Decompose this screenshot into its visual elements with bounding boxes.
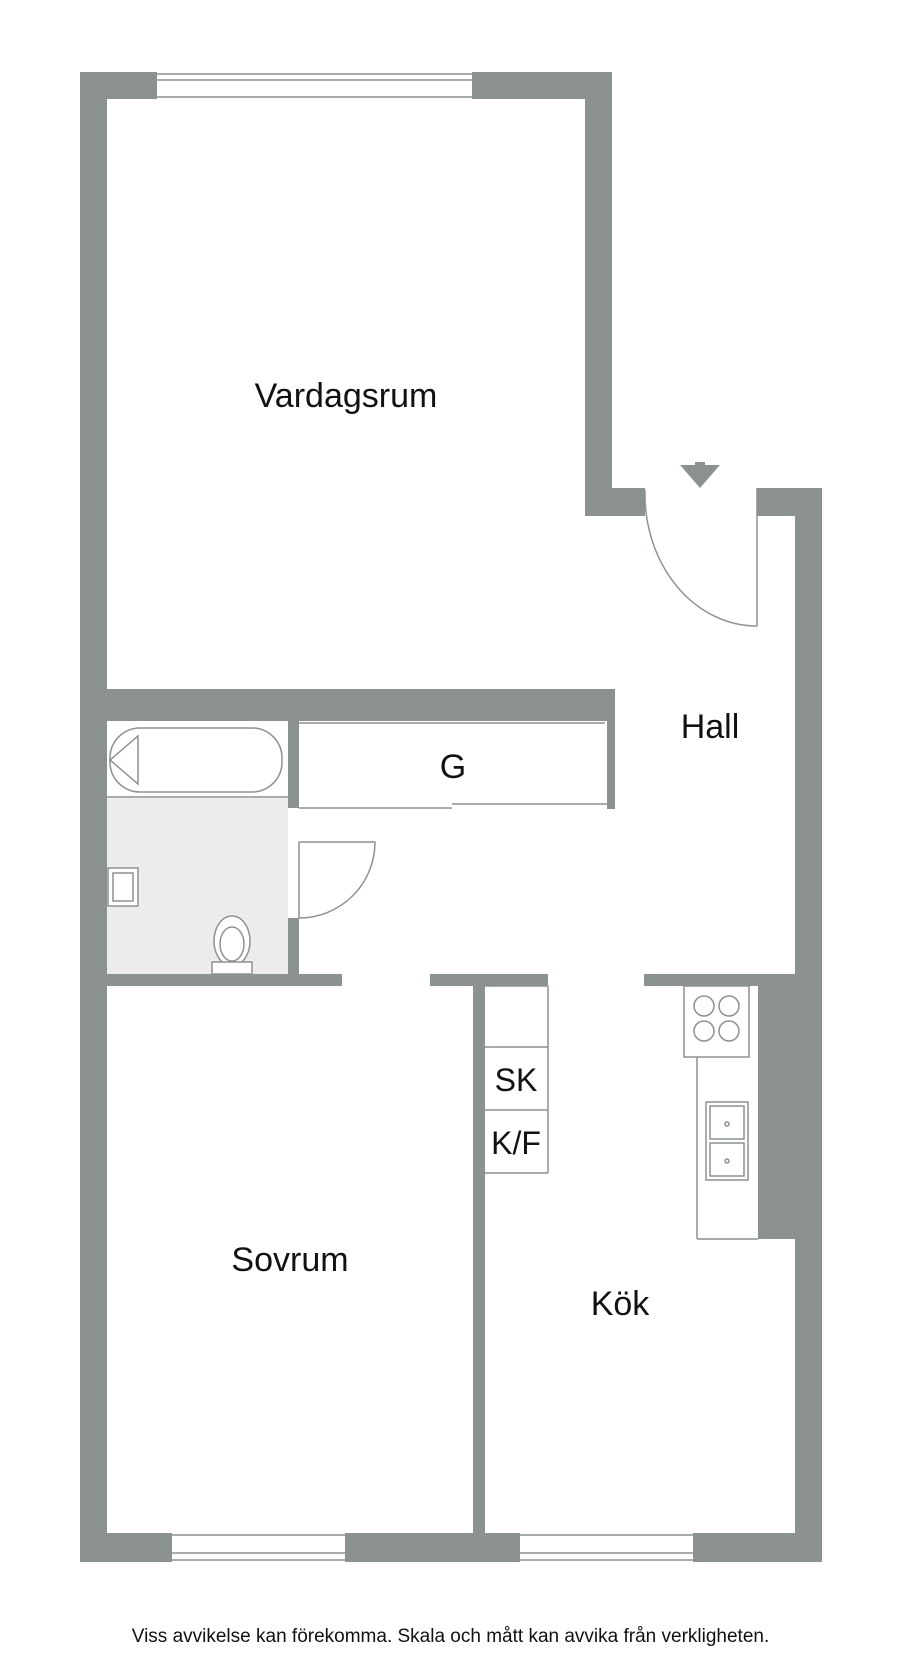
closet [299,722,607,809]
door-swing-icon [298,841,376,919]
kitchen-sink-icon [705,1101,749,1181]
door-swing-icon [644,489,758,627]
appliance-label-fridge: K/F [491,1125,541,1161]
entrance-door [644,462,758,627]
entrance-arrow-icon [680,465,720,488]
room-label-closet: G [440,748,466,786]
interior-walls [107,689,795,1534]
kitchen-fixtures [485,985,758,1240]
appliance-label-freezer: SK [495,1062,538,1098]
toilet-icon [211,915,253,975]
room-label-hall: Hall [681,708,740,746]
stove-icon [683,985,750,1058]
windows [157,72,693,1562]
disclaimer-text: Viss avvikelse kan förekomma. Skala och … [131,1626,770,1647]
room-label-vardagsrum: Vardagsrum [255,377,438,415]
sink-icon [107,867,139,907]
room-label-kok: Kök [591,1285,651,1323]
bathroom [107,727,376,975]
room-label-sovrum: Sovrum [231,1241,348,1279]
